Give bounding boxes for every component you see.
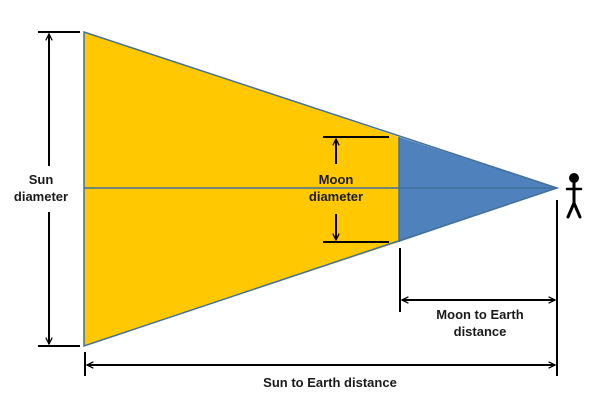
sun-to-earth-dimension bbox=[84, 352, 555, 376]
moon-diameter-label: Moon diameter bbox=[308, 172, 364, 204]
moon-diameter-dimension bbox=[323, 136, 389, 243]
observer-stick-figure-icon bbox=[565, 173, 583, 219]
sun-diameter-dimension bbox=[38, 31, 80, 347]
moon-region bbox=[399, 137, 557, 242]
sun-diameter-label: Sun diameter bbox=[2, 171, 80, 205]
triangle-outline bbox=[83, 30, 560, 348]
moon-to-earth-dimension bbox=[399, 248, 555, 312]
sun-to-earth-label: Sun to Earth distance bbox=[263, 375, 397, 390]
moon-to-earth-label: Moon to Earth distance bbox=[436, 307, 524, 339]
